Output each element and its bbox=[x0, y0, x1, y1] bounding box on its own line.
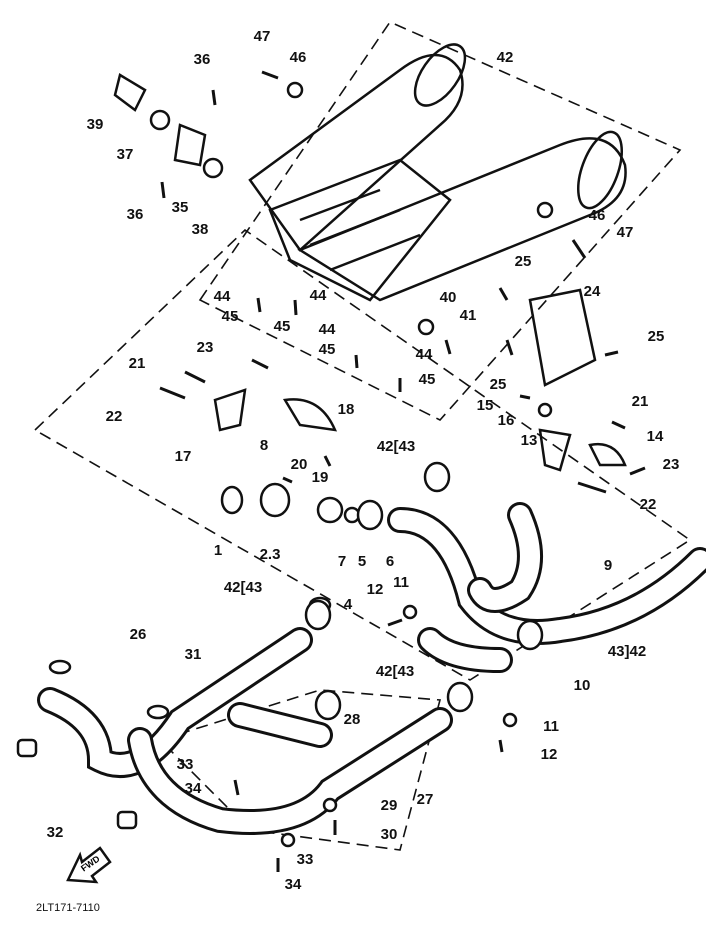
bracket-24 bbox=[528, 288, 597, 387]
muffler-left bbox=[248, 43, 467, 252]
forward-direction-arrow: FWD bbox=[66, 846, 112, 884]
part-label-45: 45 bbox=[419, 371, 436, 388]
bolts bbox=[159, 70, 646, 872]
part-label-11: 11 bbox=[393, 574, 409, 591]
part-label-27: 27 bbox=[417, 791, 434, 808]
part-label-17: 17 bbox=[175, 448, 192, 465]
part-label-22: 22 bbox=[106, 408, 123, 425]
part-label-8: 8 bbox=[260, 437, 268, 454]
part-label-23: 23 bbox=[663, 456, 680, 473]
part-label-47: 47 bbox=[617, 224, 634, 241]
diagram-code: 2LT171-7110 bbox=[36, 902, 100, 914]
part-label-25: 25 bbox=[490, 376, 507, 393]
part-label-42: 42 bbox=[497, 49, 514, 66]
part-label-16: 16 bbox=[498, 412, 515, 429]
part-label-34: 34 bbox=[285, 876, 302, 893]
part-label-5: 5 bbox=[358, 553, 366, 570]
part-label-12: 12 bbox=[367, 581, 384, 598]
part-label-44: 44 bbox=[310, 287, 327, 304]
part-label-36: 36 bbox=[194, 51, 211, 68]
part-label-46: 46 bbox=[290, 49, 307, 66]
part-label-39: 39 bbox=[87, 116, 104, 133]
part-label-41: 41 bbox=[460, 307, 477, 324]
part-label-6: 6 bbox=[386, 553, 394, 570]
part-label-25: 25 bbox=[648, 328, 665, 345]
part-label-44: 44 bbox=[416, 346, 433, 363]
part-label-12: 12 bbox=[541, 746, 558, 763]
part-label-42-43: 42[43 bbox=[376, 663, 414, 680]
part-label-36: 36 bbox=[127, 206, 144, 223]
part-label-42-43: 42[43 bbox=[377, 438, 415, 455]
part-label-29: 29 bbox=[381, 797, 398, 814]
part-label-38: 38 bbox=[192, 221, 209, 238]
part-label-13: 13 bbox=[521, 432, 538, 449]
part-label-15: 15 bbox=[477, 397, 494, 414]
part-label-28: 28 bbox=[344, 711, 361, 728]
part-label-42-43: 42[43 bbox=[224, 579, 262, 596]
part-label-47: 47 bbox=[254, 28, 271, 45]
part-label-33: 33 bbox=[297, 851, 314, 868]
part-label-4: 4 bbox=[344, 596, 353, 613]
part-label-43-42: 43]42 bbox=[608, 643, 646, 660]
part-label-46: 46 bbox=[589, 207, 606, 224]
part-label-1: 1 bbox=[214, 542, 222, 559]
part-label-7: 7 bbox=[338, 553, 346, 570]
part-label-21: 21 bbox=[129, 355, 146, 372]
part-label-25: 25 bbox=[515, 253, 532, 270]
part-label-31: 31 bbox=[185, 646, 202, 663]
part-label-45: 45 bbox=[222, 308, 239, 325]
part-label-34: 34 bbox=[185, 780, 202, 797]
part-label-32: 32 bbox=[47, 824, 64, 841]
part-label-44: 44 bbox=[214, 288, 231, 305]
part-label-30: 30 bbox=[381, 826, 398, 843]
part-label-18: 18 bbox=[338, 401, 355, 418]
part-label-33: 33 bbox=[177, 756, 194, 773]
small-parts bbox=[16, 73, 627, 848]
part-label-19: 19 bbox=[312, 469, 329, 486]
part-label-37: 37 bbox=[117, 146, 134, 163]
part-label-21: 21 bbox=[632, 393, 649, 410]
muffler-right bbox=[297, 130, 627, 302]
part-label-35: 35 bbox=[172, 199, 189, 216]
muffler-assembly-box bbox=[198, 20, 682, 421]
part-label-10: 10 bbox=[574, 677, 591, 694]
part-label-2-3: 2.3 bbox=[260, 546, 281, 563]
part-label-44: 44 bbox=[319, 321, 336, 338]
part-label-11: 11 bbox=[543, 718, 559, 735]
part-label-9: 9 bbox=[604, 557, 612, 574]
part-label-24: 24 bbox=[584, 283, 601, 300]
part-label-26: 26 bbox=[130, 626, 147, 643]
part-label-45: 45 bbox=[319, 341, 336, 358]
exhaust-assembly-box bbox=[33, 228, 692, 681]
muffler-heat-shield bbox=[268, 158, 452, 302]
part-label-23: 23 bbox=[197, 339, 214, 356]
part-label-20: 20 bbox=[291, 456, 308, 473]
part-label-40: 40 bbox=[440, 289, 457, 306]
part-label-14: 14 bbox=[647, 428, 664, 445]
part-label-45: 45 bbox=[274, 318, 291, 335]
part-label-22: 22 bbox=[640, 496, 657, 513]
